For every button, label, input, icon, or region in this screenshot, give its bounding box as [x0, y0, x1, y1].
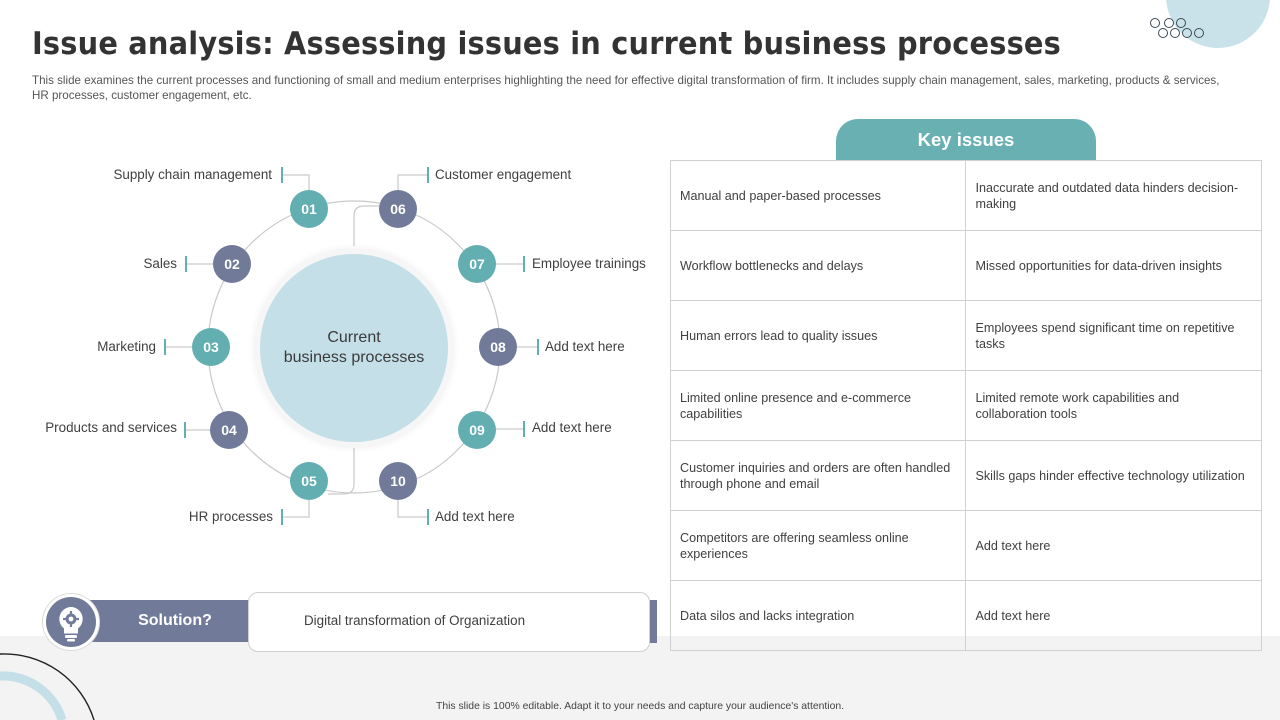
key-issues-table: Manual and paper-based processes Inaccur… — [669, 160, 1262, 651]
table-row: Manual and paper-based processes Inaccur… — [669, 160, 1262, 231]
node-label-01: Supply chain management — [113, 167, 272, 182]
node-04: 04 — [210, 411, 248, 449]
table-cell: Limited remote work capabilities and col… — [965, 370, 1262, 441]
node-label-09: Add text here — [532, 420, 612, 435]
node-label-06: Customer engagement — [435, 167, 572, 182]
table-row: Human errors lead to quality issues Empl… — [669, 300, 1262, 371]
solution-label: Solution? — [138, 612, 212, 629]
node-06: 06 — [379, 190, 417, 228]
table-row: Data silos and lacks integration Add tex… — [669, 580, 1262, 651]
table-cell: Add text here — [965, 580, 1262, 651]
node-05: 05 — [290, 462, 328, 500]
solution-tab — [650, 600, 657, 643]
table-cell: Human errors lead to quality issues — [669, 300, 967, 371]
table-cell: Workflow bottlenecks and delays — [669, 230, 967, 301]
center-label-line1: Current — [327, 329, 381, 346]
table-cell: Skills gaps hinder effective technology … — [965, 440, 1262, 511]
node-label-05: HR processes — [188, 509, 273, 524]
node-07: 07 — [458, 245, 496, 283]
node-02: 02 — [213, 245, 251, 283]
node-08: 08 — [479, 328, 517, 366]
table-row: Competitors are offering seamless online… — [669, 510, 1262, 581]
table-row: Workflow bottlenecks and delays Missed o… — [669, 230, 1262, 301]
table-cell: Competitors are offering seamless online… — [669, 510, 967, 581]
node-label-04: Products and services — [45, 420, 177, 435]
center-label: Current business processes — [260, 328, 448, 367]
node-03: 03 — [192, 328, 230, 366]
decorative-dots — [1150, 18, 1210, 42]
node-label-07: Employee trainings — [532, 256, 646, 271]
table-cell: Manual and paper-based processes — [669, 160, 967, 231]
table-cell: Limited online presence and e-commerce c… — [669, 370, 967, 441]
node-09: 09 — [458, 411, 496, 449]
table-cell: Data silos and lacks integration — [669, 580, 967, 651]
table-cell: Employees spend significant time on repe… — [965, 300, 1262, 371]
center-circle — [260, 254, 448, 442]
table-cell: Missed opportunities for data-driven ins… — [965, 230, 1262, 301]
table-cell: Customer inquiries and orders are often … — [669, 440, 967, 511]
solution-text: Digital transformation of Organization — [304, 613, 526, 628]
node-label-03: Marketing — [97, 339, 156, 354]
table-row: Customer inquiries and orders are often … — [669, 440, 1262, 511]
table-cell: Add text here — [965, 510, 1262, 581]
node-label-08: Add text here — [545, 339, 625, 354]
node-label-02: Sales — [143, 256, 178, 271]
page-title: Issue analysis: Assessing issues in curr… — [32, 26, 1062, 62]
solution-box — [248, 592, 650, 652]
lightbulb-gear-icon — [46, 597, 96, 647]
node-label-10: Add text here — [435, 509, 515, 524]
node-10: 10 — [379, 462, 417, 500]
page-description: This slide examines the current processe… — [32, 74, 1220, 102]
key-issues-header: Key issues — [836, 119, 1096, 161]
table-row: Limited online presence and e-commerce c… — [669, 370, 1262, 441]
table-cell: Inaccurate and outdated data hinders dec… — [965, 160, 1262, 231]
decorative-arcs — [0, 653, 95, 720]
center-label-line2: business processes — [283, 348, 425, 366]
footer-note: This slide is 100% editable. Adapt it to… — [435, 701, 845, 712]
node-01: 01 — [290, 190, 328, 228]
